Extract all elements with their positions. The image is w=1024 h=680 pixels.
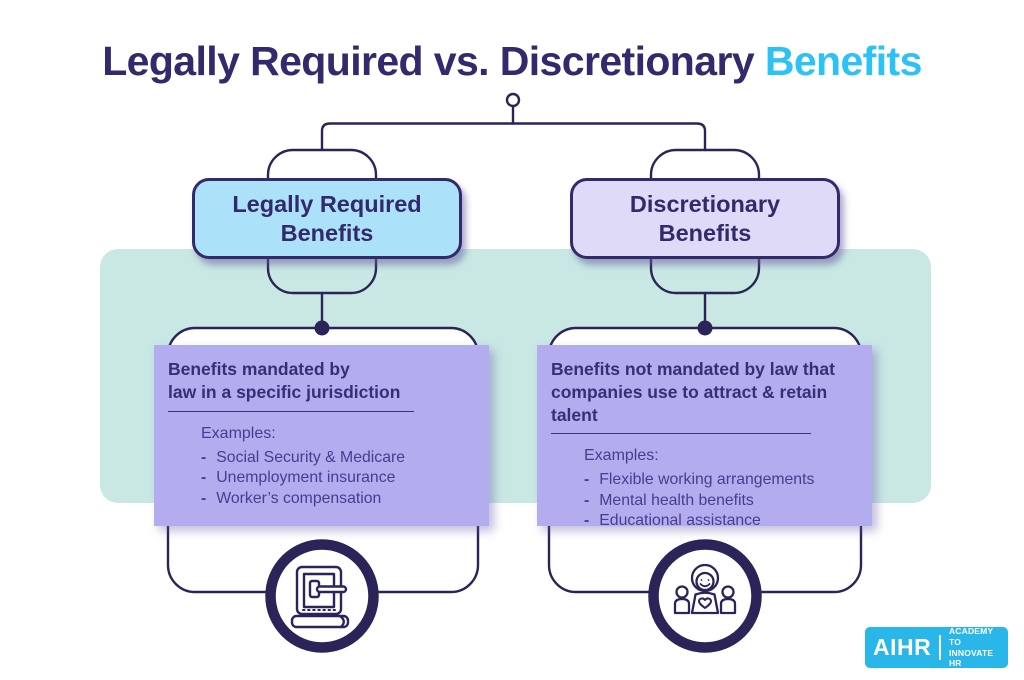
aihr-logo: AIHR ACADEMY TO INNOVATE HR — [865, 626, 1008, 669]
card-description: Benefits mandated by law in a specific j… — [168, 359, 401, 402]
page-title-highlight: Benefits — [764, 38, 923, 84]
aihr-logo-tagline: ACADEMY TO INNOVATE HR — [948, 626, 994, 669]
logo-divider — [939, 635, 941, 660]
divider-line — [168, 410, 414, 412]
list-item: - Unemployment insurance — [201, 468, 475, 489]
aihr-logo-brand: AIHR — [873, 634, 932, 660]
branch-connector-line — [320, 122, 707, 152]
dash-bullet: - — [584, 512, 590, 530]
list-item: - Flexible working arrangements — [584, 470, 858, 491]
left-node-dot — [314, 320, 330, 336]
divider-line — [551, 433, 811, 435]
right-node-dot — [697, 320, 713, 336]
examples-label: Examples: — [201, 424, 276, 442]
page-title: Legally Required vs. Discretionary Benef… — [0, 38, 1024, 85]
dash-bullet: - — [584, 471, 590, 489]
law-book-gavel-icon — [290, 565, 350, 629]
caring-team-icon — [673, 563, 737, 615]
list-item: - Educational assistance — [584, 511, 858, 532]
card-description: Benefits not mandated by law that compan… — [551, 359, 835, 425]
left-icon-badge — [265, 539, 379, 653]
discretionary-pill-label: Discretionary Benefits — [629, 190, 781, 246]
discretionary-pill: Discretionary Benefits — [570, 178, 840, 259]
discretionary-card: Benefits not mandated by law that compan… — [537, 345, 872, 529]
root-node-icon — [505, 92, 521, 108]
legally-required-pill: Legally Required Benefits — [192, 178, 462, 259]
dash-bullet: - — [201, 448, 207, 466]
list-item: - Worker’s compensation — [201, 489, 475, 510]
legally-required-card: Benefits mandated by law in a specific j… — [154, 345, 489, 526]
page-title-prefix: Legally Required vs. Discretionary — [102, 38, 765, 84]
list-item: - Social Security & Medicare — [201, 448, 475, 469]
examples-label: Examples: — [584, 447, 659, 465]
list-item: - Mental health benefits — [584, 491, 858, 512]
legally-required-pill-label: Legally Required Benefits — [232, 190, 422, 246]
dash-bullet: - — [201, 469, 207, 487]
dash-bullet: - — [201, 489, 207, 507]
dash-bullet: - — [584, 491, 590, 509]
